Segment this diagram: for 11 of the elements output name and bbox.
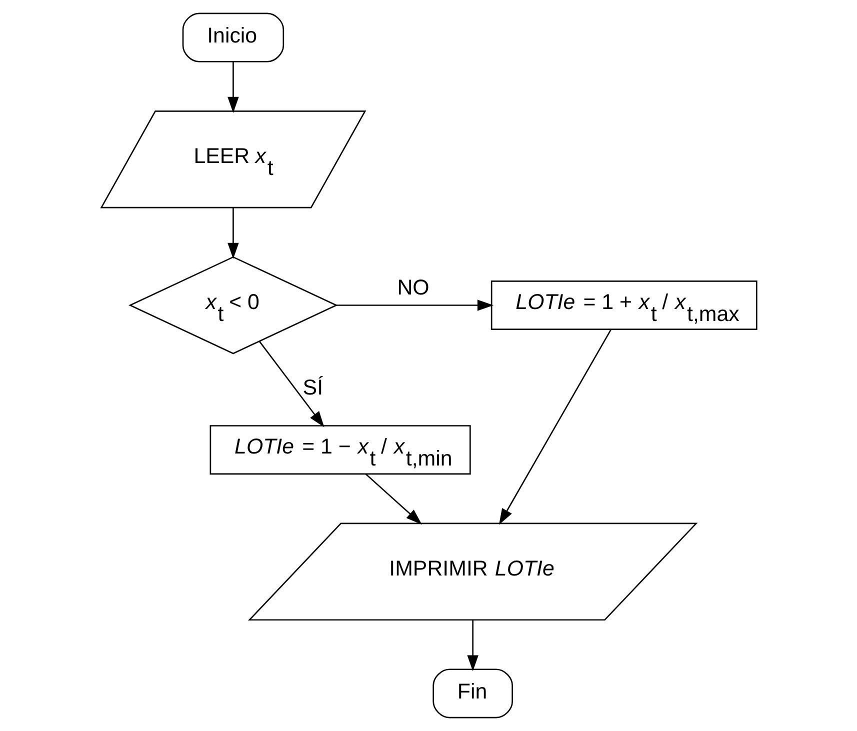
arrow: [227, 62, 238, 113]
arrow: [227, 208, 238, 259]
node-box: Fin: [432, 668, 512, 718]
arrow: [336, 300, 494, 311]
arrow: [498, 329, 612, 525]
arrow: [258, 340, 324, 428]
edge-label: SÍ: [302, 376, 323, 400]
node-box: Inicio: [182, 12, 284, 62]
arrow: [466, 620, 478, 672]
edge-label: NO: [396, 275, 429, 300]
arrow: [364, 474, 422, 525]
